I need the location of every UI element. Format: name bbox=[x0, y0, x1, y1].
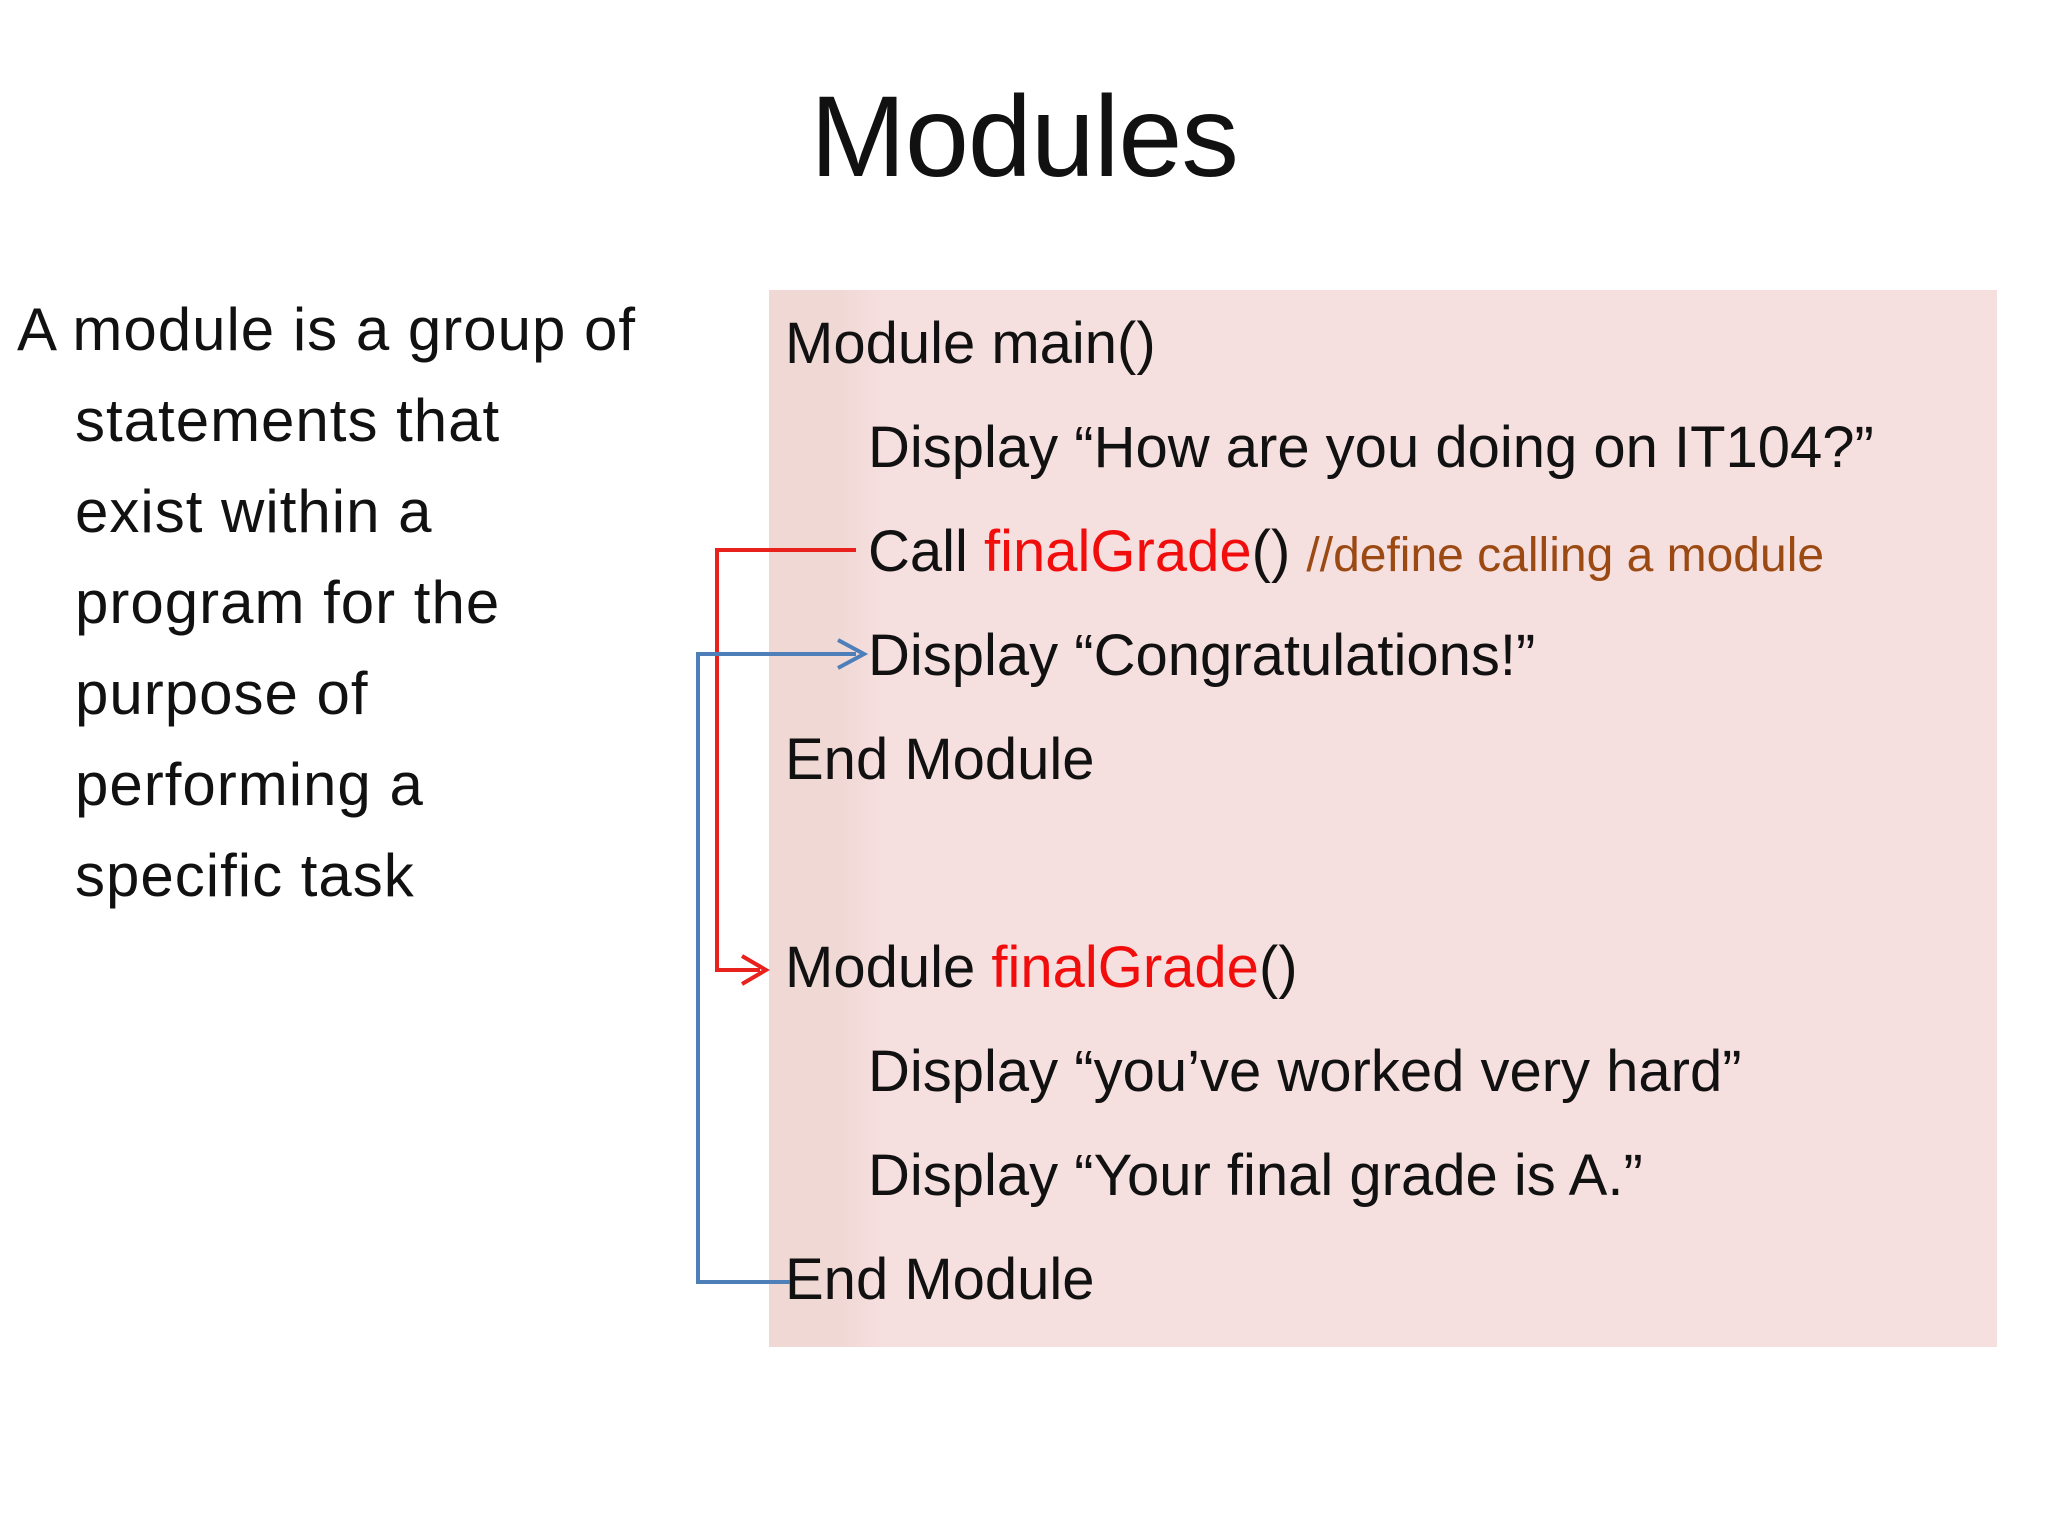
code-line-display-congrats: Display “Congratulations!” bbox=[868, 623, 1536, 688]
intro-line-6: performing a bbox=[75, 751, 424, 818]
red-call-arrowhead-icon bbox=[740, 954, 770, 986]
code-line-blank bbox=[769, 812, 1997, 916]
call-parens: () bbox=[1251, 519, 1307, 584]
code-line-end-module-main: End Module bbox=[785, 727, 1095, 792]
code-line-end-module-final: End Module bbox=[785, 1247, 1095, 1312]
slide-title: Modules bbox=[810, 73, 1239, 201]
code-line-display-worked-hard: Display “you’ve worked very hard” bbox=[868, 1039, 1742, 1104]
module-def-keyword: Module bbox=[785, 935, 992, 1000]
intro-line-4: program for the bbox=[75, 569, 501, 636]
intro-line-5: purpose of bbox=[75, 660, 369, 727]
code-line-display-final-grade: Display “Your final grade is A.” bbox=[868, 1143, 1643, 1208]
module-def-function-name: finalGrade bbox=[991, 935, 1259, 1000]
intro-line-2: statements that bbox=[75, 387, 501, 454]
intro-line-3: exist within a bbox=[75, 478, 433, 545]
intro-paragraph: A module is a group of statements that e… bbox=[17, 284, 757, 921]
code-line-display-it104: Display “How are you doing on IT104?” bbox=[868, 415, 1874, 480]
call-comment: //define calling a module bbox=[1306, 529, 1825, 582]
call-function-name: finalGrade bbox=[984, 519, 1252, 584]
pseudocode-panel: Module main() Display “How are you doing… bbox=[769, 290, 1997, 1347]
intro-line-1: A module is a group of bbox=[17, 296, 637, 363]
code-line-module-main: Module main() bbox=[785, 311, 1156, 376]
intro-line-7: specific task bbox=[75, 842, 415, 909]
call-keyword: Call bbox=[868, 519, 985, 584]
module-def-parens: () bbox=[1258, 935, 1298, 1000]
code-line-call-finalgrade: Call finalGrade() //define calling a mod… bbox=[769, 500, 1997, 604]
code-line-module-finalgrade: Module finalGrade() bbox=[769, 916, 1997, 1020]
